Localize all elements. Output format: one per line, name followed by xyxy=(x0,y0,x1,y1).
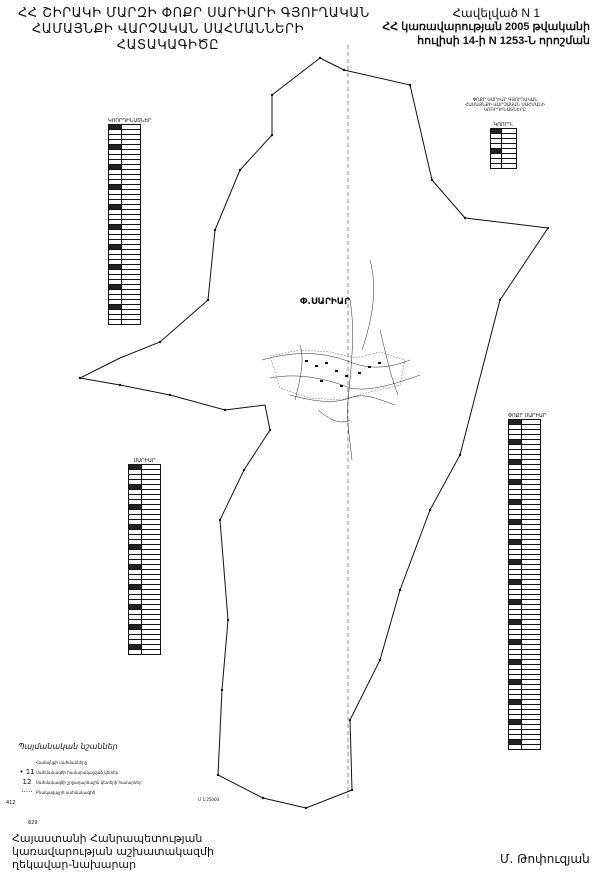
legend-row: • 11 Սահմանագծի համարակալված կետեր xyxy=(18,767,238,777)
annex-label: Հավելված N 1 xyxy=(452,6,540,20)
map-scale: Մ 1:25000 xyxy=(198,797,220,802)
annex-line1: ՀՀ կառավարության 2005 թվականի xyxy=(382,21,590,33)
table-title: ՍԱՐԻԱՐ xyxy=(133,458,156,464)
village-label: Փ.ՍԱՐԻԱՐ xyxy=(300,297,351,307)
legend-row: Համայնքի սահմանները xyxy=(18,757,238,767)
page-number-bottom: 829 xyxy=(28,820,38,826)
legend-row: 12 Սահմանագծի շրջադարձային կետերի համարն… xyxy=(18,777,238,787)
table-title: ԿՈՈՐԴԻՆԱՏՆԵՐ xyxy=(108,118,152,124)
coordinates-grid xyxy=(108,124,151,325)
coordinates-grid xyxy=(508,419,546,750)
settlement-buildings xyxy=(305,360,381,387)
right-caption-line2: ՀԱՄԱՅՆՔԻ ՎԱՐՉԱԿԱՆ ՍԱՀՄԱՆԻ xyxy=(465,103,545,108)
legend-symbol: • 11 xyxy=(19,768,35,776)
coordinates-table-small-right: ԿՈՈՐԴ. xyxy=(490,122,517,169)
signatory-line3: ղեկավար-նախարար xyxy=(12,858,137,871)
grid-cell xyxy=(141,649,161,655)
legend-row: ····· Բնակավայրի սահմանագիծ xyxy=(18,787,238,797)
boundary-points xyxy=(78,56,550,810)
settlement-roads xyxy=(261,259,421,461)
map-title-line1: ՀՀ ՇԻՐԱԿԻ ՄԱՐԶԻ ՓՈՔՐ ՍԱՐԻԱՐԻ ԳՅՈՒՂԱԿԱՆ xyxy=(18,6,370,21)
annex-line2: հուլիսի 14-ի N 1253-Ն որոշման xyxy=(417,35,590,47)
map-title-line3: ՀԱՏԱԿԱԳԻԾԸ xyxy=(116,38,220,53)
signatory-line2: կառավարության աշխատակազմի xyxy=(12,845,214,858)
grid-row xyxy=(490,163,517,169)
legend-text: Բնակավայրի սահմանագիծ xyxy=(36,789,96,795)
right-caption-line1: ՓՈՔՐ ՍԱՐԻԱՐ ԳՅՈՒՂԱԿԱՆ xyxy=(472,98,538,103)
legend-text: Համայնքի սահմանները xyxy=(36,759,88,765)
grid-cell xyxy=(121,319,141,325)
signatory-line1: Հայաստանի Հանրապետության xyxy=(12,832,203,845)
grid-row xyxy=(128,649,161,655)
grid-table xyxy=(128,464,161,655)
coordinates-table-right: ՓՈՔՐ ՍԱՐԻԱՐ xyxy=(508,413,546,750)
signatory-title: Հայաստանի Հանրապետության կառավարության ա… xyxy=(12,832,214,871)
grid-table xyxy=(508,419,541,750)
legend-text: Սահմանագծի շրջադարձային կետերի համարներ xyxy=(36,779,142,785)
legend-symbol: 12 xyxy=(22,778,32,786)
coordinates-grid xyxy=(490,128,517,169)
grid-row xyxy=(108,319,141,325)
coordinates-table-top-left: ԿՈՈՐԴԻՆԱՏՆԵՐ xyxy=(108,118,151,325)
table-title: ՓՈՔՐ ՍԱՐԻԱՐ xyxy=(508,413,547,419)
coordinates-table-middle-left: ՍԱՐԻԱՐ xyxy=(128,458,161,655)
map-title: ՀՀ ՇԻՐԱԿԻ ՄԱՐԶԻ ՓՈՔՐ ՍԱՐԻԱՐԻ ԳՅՈՒՂԱԿԱՆ Հ… xyxy=(18,6,370,54)
settlement-boundary xyxy=(269,349,406,401)
grid-table xyxy=(490,128,517,169)
community-boundary xyxy=(78,57,549,809)
map-title-line2: ՀԱՄԱՅՆՔԻ ՎԱՐՉԱԿԱՆ ՍԱՀՄԱՆՆԵՐԻ xyxy=(32,22,304,37)
table-title: ԿՈՈՐԴ. xyxy=(493,122,514,128)
legend-text: Սահմանագծի համարակալված կետեր xyxy=(36,769,119,775)
annex-header: Հավելված N 1 ՀՀ կառավարության 2005 թվակա… xyxy=(340,6,590,48)
grid-row xyxy=(508,744,541,750)
coordinates-grid xyxy=(128,464,161,655)
right-caption-line3: ԿՈՈՐԴԻՆԱՏՆԵՐԸ xyxy=(483,108,527,113)
right-caption: ՓՈՔՐ ՍԱՐԻԱՐ ԳՅՈՒՂԱԿԱՆ ՀԱՄԱՅՆՔԻ ՎԱՐՉԱԿԱՆ … xyxy=(455,98,555,113)
map-legend: Պայմանական նշաններ Համայնքի սահմանները •… xyxy=(18,742,238,802)
page-number-left: 412 xyxy=(6,800,16,806)
grid-cell xyxy=(501,163,517,169)
grid-table xyxy=(108,124,141,325)
grid-cell xyxy=(521,744,541,750)
legend-symbol: ····· xyxy=(21,788,33,796)
legend-title: Պայմանական նշաններ xyxy=(18,742,118,751)
signatory-name: Մ. Թոփուզյան xyxy=(500,852,590,866)
